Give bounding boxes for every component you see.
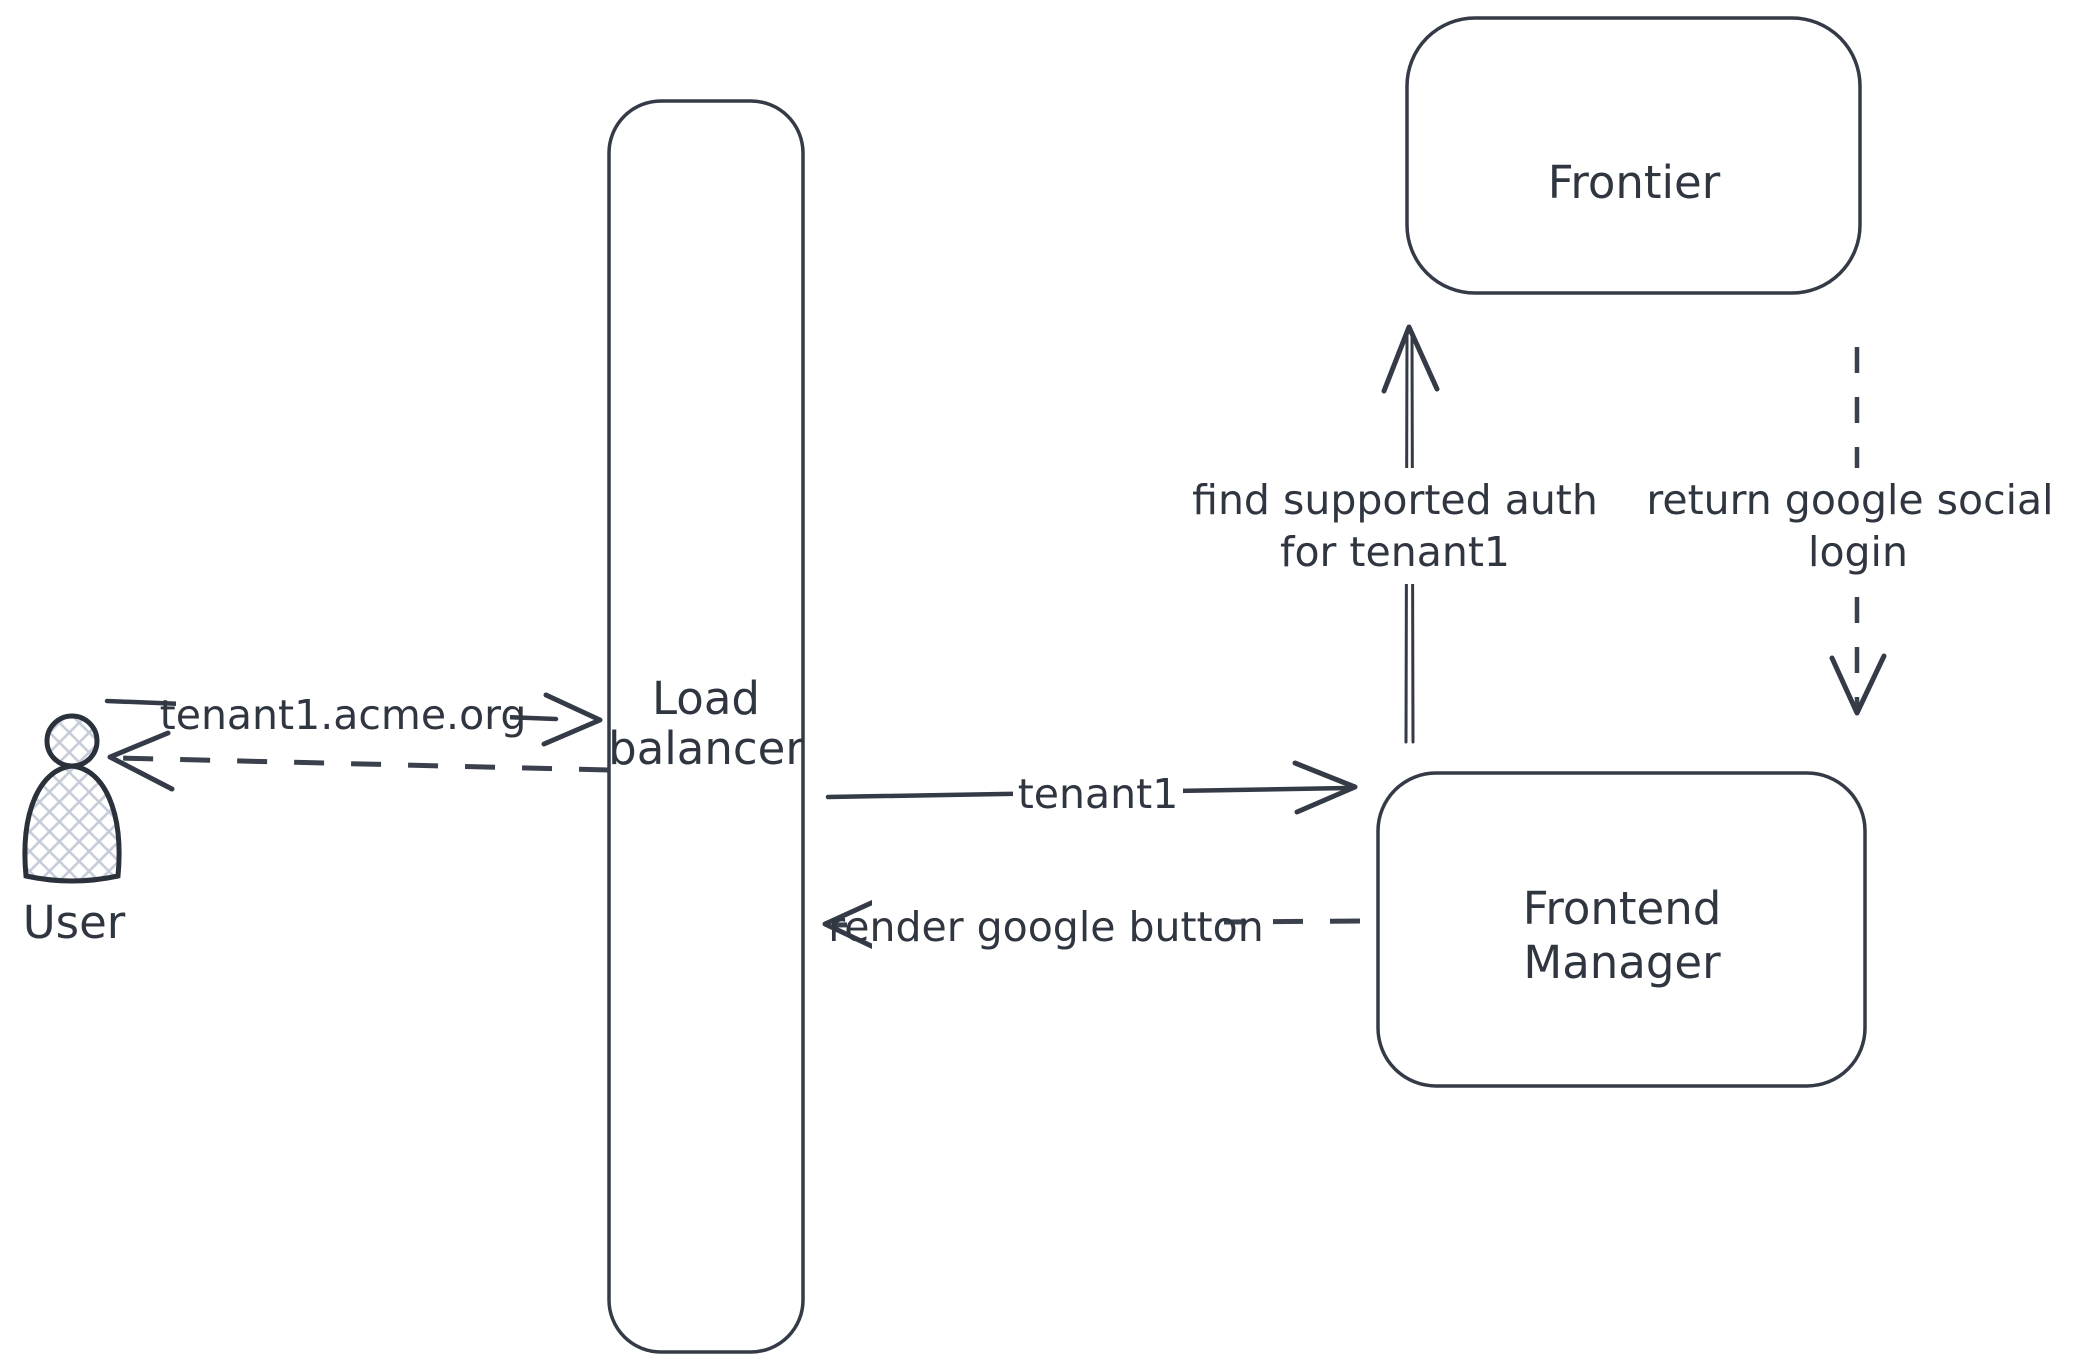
edge-forward-tenant[interactable]: tenant1 — [825, 760, 1358, 822]
edge-label-bg — [872, 892, 1224, 968]
edge-response-to-user[interactable] — [107, 730, 610, 792]
user-body — [22, 763, 122, 884]
load-balancer-label-line1: Load — [652, 672, 760, 725]
edge-find-auth-label-line1: find supported auth — [1192, 476, 1598, 524]
node-frontend-manager[interactable]: Frontend Manager — [1376, 771, 1867, 1088]
edge-return-social[interactable]: return google social login — [1646, 347, 2060, 716]
edge-find-auth[interactable]: find supported auth for tenant1 — [1192, 324, 1598, 744]
node-load-balancer[interactable]: Load balancer — [607, 99, 805, 1354]
frontend-manager-label-line1: Frontend — [1523, 882, 1722, 935]
edge-return-social-label-line2: login — [1808, 528, 1908, 576]
edge-request-domain-label: tenant1.acme.org — [160, 691, 527, 739]
frontier-label: Frontier — [1548, 156, 1721, 209]
user-label: User — [23, 896, 126, 949]
edge-return-social-label-line1: return google social — [1646, 476, 2053, 524]
edge-label-bg — [1198, 468, 1592, 584]
edge-request-domain[interactable]: tenant1.acme.org — [104, 678, 603, 754]
edge-label-bg — [1013, 764, 1183, 822]
edge-label-bg — [1648, 468, 2060, 584]
frontend-manager-label-line2: Manager — [1523, 936, 1721, 989]
user-head — [44, 713, 100, 769]
edge-render-button[interactable]: render google button — [822, 892, 1361, 968]
edge-render-button-label: render google button — [828, 903, 1263, 951]
user-icon[interactable] — [22, 713, 122, 884]
edge-forward-tenant-label: tenant1 — [1018, 770, 1179, 818]
edge-find-auth-label-line2: for tenant1 — [1280, 528, 1510, 576]
edge-label-bg — [176, 678, 510, 754]
node-frontier[interactable]: Frontier — [1405, 16, 1862, 295]
load-balancer-label-line2: balancer — [608, 722, 804, 775]
